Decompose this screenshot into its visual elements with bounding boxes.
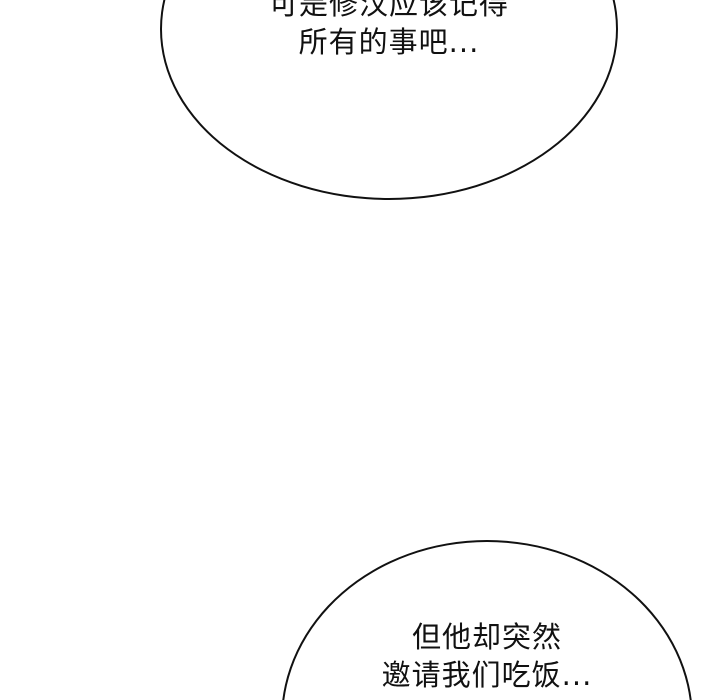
speech-line: 邀请我们吃饭... — [381, 658, 593, 692]
speech-line: 所有的事吧... — [298, 25, 480, 59]
speech-bubble-text: 但他却突然 邀请我们吃饭... — [283, 618, 691, 694]
speech-bubble-text: 可是修汉应该记得 所有的事吧... — [162, 0, 616, 61]
speech-line: 可是修汉应该记得 — [268, 0, 509, 21]
speech-line: 但他却突然 — [411, 620, 562, 654]
speech-bubble-bottom: 但他却突然 邀请我们吃饭... — [281, 540, 693, 700]
speech-bubble-top: 可是修汉应该记得 所有的事吧... — [160, 0, 618, 200]
